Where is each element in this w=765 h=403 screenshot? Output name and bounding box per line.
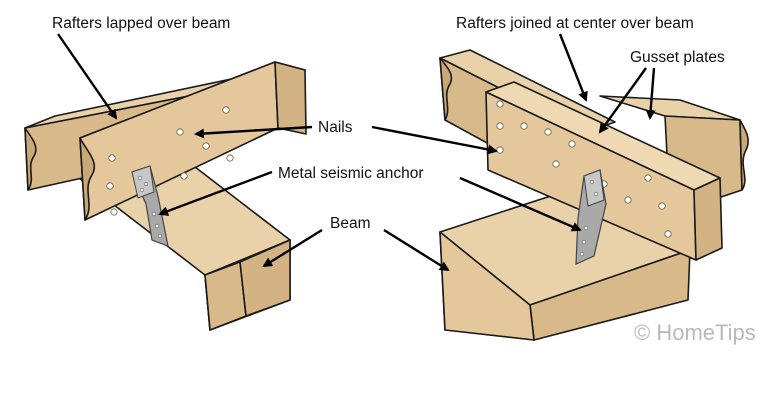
- label-rafters-lapped-text: Rafters lapped over beam: [52, 15, 230, 32]
- right-seismic-anchor: [575, 169, 607, 265]
- label-rafters-lapped: Rafters lapped over beam: [52, 15, 230, 120]
- left-nails: [106, 106, 234, 216]
- label-rafters-joined-text: Rafters joined at center over beam: [456, 15, 694, 32]
- label-gusset-plates-text: Gusset plates: [630, 49, 725, 66]
- label-beam: Beam: [262, 215, 450, 272]
- arrow-rafters-lapped: [57, 33, 118, 120]
- label-seismic-anchor: Metal seismic anchor: [158, 165, 582, 232]
- arrow-nails-left: [194, 125, 313, 139]
- arrow-beam-right: [383, 228, 450, 272]
- right-assembly: [439, 49, 749, 341]
- left-assembly: [24, 61, 307, 331]
- arrow-gusset-2: [645, 67, 656, 120]
- label-nails: Nails: [194, 119, 498, 155]
- watermark-text: © HomeTips: [634, 320, 756, 345]
- label-nails-text: Nails: [318, 119, 353, 136]
- label-rafters-joined: Rafters joined at center over beam: [456, 15, 694, 102]
- left-seismic-anchor: [131, 165, 169, 247]
- arrow-rafters-joined: [558, 33, 588, 102]
- arrow-beam-left: [262, 228, 323, 268]
- label-gusset-plates: Gusset plates: [598, 49, 725, 134]
- label-seismic-anchor-text: Metal seismic anchor: [278, 165, 424, 182]
- arrow-anchor-right: [459, 176, 582, 232]
- label-beam-text: Beam: [330, 215, 371, 232]
- arrow-anchor-left: [158, 170, 273, 216]
- arrow-gusset-1: [598, 67, 647, 134]
- left-rafter-front: [79, 61, 307, 221]
- arrow-nails-right: [371, 125, 498, 155]
